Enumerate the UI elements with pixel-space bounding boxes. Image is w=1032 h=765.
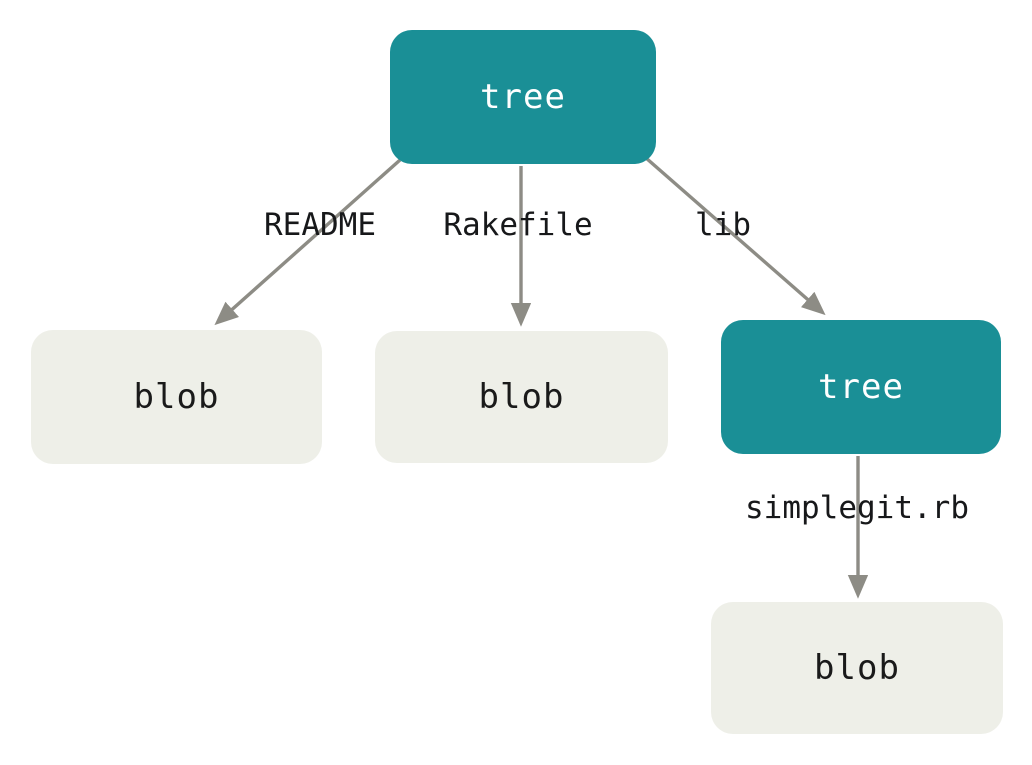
node-label: tree [818, 367, 904, 407]
node-label: tree [480, 77, 566, 117]
node-label: blob [478, 377, 565, 417]
node-tree-lib[interactable]: tree [721, 320, 1001, 454]
node-label: blob [814, 648, 900, 688]
edge-label-lib: lib [695, 207, 751, 243]
edge-label-readme: README [264, 207, 376, 243]
edge-readme-line [214, 158, 402, 326]
node-blob-readme[interactable]: blob [31, 330, 322, 464]
edge-lib-line [644, 156, 826, 316]
node-blob-rakefile[interactable]: blob [375, 331, 668, 463]
node-tree-root[interactable]: tree [390, 30, 656, 164]
node-label: blob [133, 377, 220, 417]
edge-label-rakefile: Rakefile [443, 207, 593, 243]
edge-label-simplegit: simplegit.rb [745, 490, 969, 526]
node-blob-simplegit[interactable]: blob [711, 602, 1003, 734]
